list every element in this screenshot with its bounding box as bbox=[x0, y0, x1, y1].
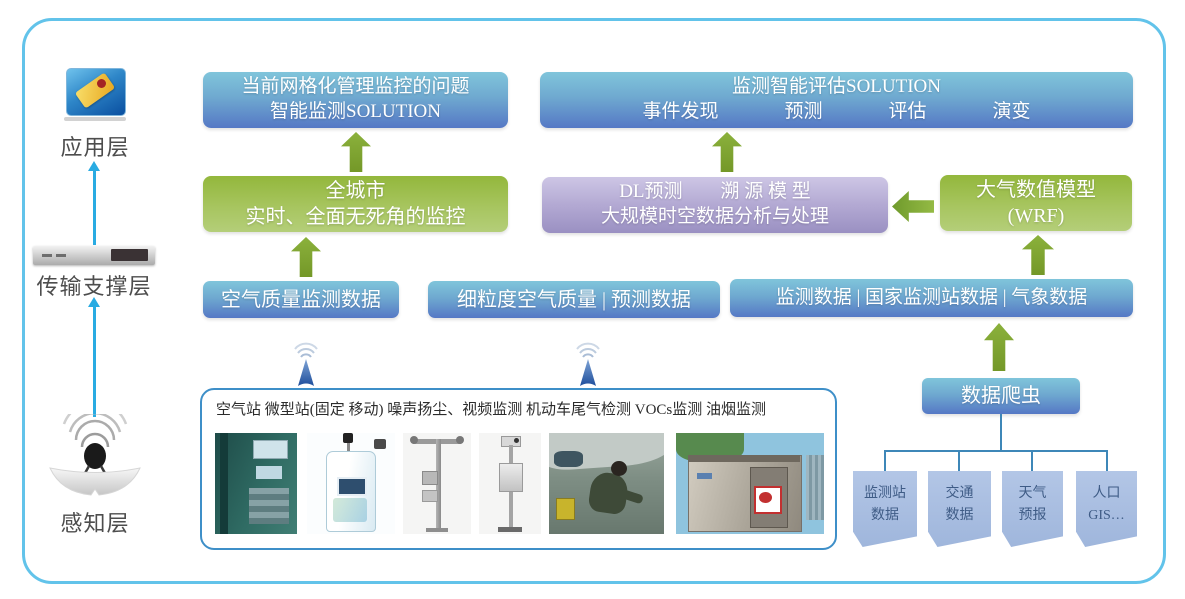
monitor-card-shape bbox=[74, 72, 116, 109]
monitoring-data-sources-box: 监测数据 | 国家监测站数据 | 气象数据 bbox=[730, 279, 1133, 317]
fine-grained-aq-label: 细粒度空气质量 | 预测数据 bbox=[456, 288, 691, 311]
crawler-connector-stub bbox=[1031, 450, 1033, 471]
problem-box-line1: 当前网格化管理监控的问题 bbox=[241, 76, 470, 98]
data-crawler-box: 数据爬虫 bbox=[922, 378, 1080, 414]
dl-analysis-box: DL预测 溯 源 模 型 大规模时空数据分析与处理 bbox=[542, 177, 888, 233]
fine-grained-aq-box: 细粒度空气质量 | 预测数据 bbox=[428, 281, 720, 318]
solution-item-evolve: 演变 bbox=[992, 101, 1031, 122]
device-antenna-head bbox=[343, 433, 354, 443]
monitor-icon bbox=[66, 68, 126, 116]
air-quality-data-box: 空气质量监测数据 bbox=[203, 281, 399, 318]
source-box-line1: 天气 bbox=[1018, 486, 1047, 502]
data-crawler-label: 数据爬虫 bbox=[961, 385, 1041, 407]
source-box-population-gis: 人口 GIS… bbox=[1076, 471, 1137, 547]
wrf-box-line1: 大气数值模型 bbox=[976, 179, 1096, 201]
crawler-connector-stub bbox=[884, 450, 886, 471]
source-box-line1: 监测站 bbox=[864, 486, 906, 502]
server-led bbox=[42, 254, 52, 257]
dl-box-line1: DL预测 溯 源 模 型 bbox=[619, 181, 811, 203]
source-box-traffic: 交通 数据 bbox=[928, 471, 991, 547]
shed-roof bbox=[687, 455, 801, 463]
server-icon bbox=[33, 246, 155, 265]
crawler-connector-stub bbox=[958, 450, 960, 471]
satellite-dish-icon bbox=[49, 414, 141, 496]
up-arrowhead bbox=[88, 161, 100, 171]
solution-item-forecast: 预测 bbox=[784, 101, 823, 122]
camera-base bbox=[497, 526, 523, 532]
source-box-line2: GIS… bbox=[1088, 508, 1125, 523]
monitor-card-dot bbox=[97, 79, 106, 88]
inspector-head bbox=[611, 461, 628, 477]
solution-box-line1: 监测智能评估SOLUTION bbox=[732, 76, 941, 98]
antenna-icon bbox=[294, 342, 318, 386]
server-led bbox=[56, 254, 66, 257]
monitoring-data-sources-label: 监测数据 | 国家监测站数据 | 气象数据 bbox=[775, 286, 1088, 308]
cabinet-screen bbox=[256, 466, 283, 480]
server-panel bbox=[111, 249, 148, 261]
city-box-line2: 实时、全面无死角的监控 bbox=[245, 206, 466, 228]
crawler-connector-stub bbox=[1106, 450, 1108, 471]
city-box-line1: 全城市 bbox=[325, 180, 386, 202]
up-arrowhead bbox=[88, 297, 100, 307]
cabinet-edge bbox=[219, 433, 229, 534]
device-decal bbox=[333, 497, 367, 522]
micro-station-device-photo bbox=[307, 433, 395, 534]
solution-item-evaluate: 评估 bbox=[888, 101, 927, 122]
sensor-box bbox=[422, 489, 438, 502]
source-box-stations: 监测站 数据 bbox=[853, 471, 917, 547]
test-device bbox=[555, 497, 576, 520]
solution-box-items: 事件发现 预测 评估 演变 bbox=[540, 100, 1133, 125]
source-box-line2: 数据 bbox=[871, 508, 899, 523]
fence bbox=[806, 455, 824, 520]
sensor-knob bbox=[456, 436, 465, 445]
device-side-sensor bbox=[373, 439, 387, 450]
perception-layer-label: 感知层 bbox=[60, 511, 130, 536]
sensor-box bbox=[422, 471, 438, 486]
dl-box-line2: 大规模时空数据分析与处理 bbox=[600, 206, 829, 227]
source-box-weather: 天气 预报 bbox=[1002, 471, 1063, 547]
source-box-line2: 预报 bbox=[1018, 508, 1047, 523]
sensor-knob bbox=[409, 436, 418, 445]
instrument-rack bbox=[249, 487, 289, 524]
perception-to-transmission-line bbox=[93, 307, 96, 417]
transmission-layer-label: 传输支撑层 bbox=[36, 274, 152, 299]
device-screen bbox=[336, 477, 368, 496]
warning-sign-symbol bbox=[758, 491, 773, 503]
wrf-box-line2: (WRF) bbox=[1007, 205, 1065, 227]
air-station-cabinet-photo bbox=[215, 433, 297, 534]
sensor-pole bbox=[435, 439, 441, 528]
wrf-model-box: 大气数值模型 (WRF) bbox=[940, 175, 1132, 231]
transmission-to-application-line bbox=[93, 171, 96, 245]
crawler-connector-trunk bbox=[1000, 414, 1002, 450]
device-antenna-pole bbox=[346, 435, 350, 452]
video-monitor-pole-photo bbox=[479, 433, 541, 534]
source-box-line1: 交通 bbox=[945, 486, 974, 502]
monitor-base bbox=[64, 117, 126, 121]
city-monitoring-box: 全城市 实时、全面无死角的监控 bbox=[203, 176, 508, 232]
source-box-line2: 数据 bbox=[945, 508, 974, 523]
source-box-line1: 人口 bbox=[1092, 486, 1121, 502]
camera-lens bbox=[513, 438, 519, 444]
solution-evaluation-box: 监测智能评估SOLUTION 事件发现 预测 评估 演变 bbox=[540, 72, 1133, 128]
air-quality-data-label: 空气质量监测数据 bbox=[221, 288, 381, 311]
crawler-connector-bar bbox=[884, 450, 1108, 452]
car-shadow bbox=[553, 451, 584, 468]
vehicle-exhaust-inspection-photo bbox=[549, 433, 664, 534]
antenna-icon bbox=[576, 342, 600, 386]
noise-dust-sensor-pole-photo bbox=[403, 433, 471, 534]
solution-item-event: 事件发现 bbox=[642, 101, 719, 122]
application-layer-label: 应用层 bbox=[60, 135, 130, 160]
equipment-box bbox=[498, 463, 524, 492]
sensor-base bbox=[426, 527, 448, 532]
problem-box-line2: 智能监测SOLUTION bbox=[270, 101, 441, 122]
problem-box: 当前网格化管理监控的问题 智能监测SOLUTION bbox=[203, 72, 508, 128]
sensor-panel-title: 空气站 微型站(固定 移动) 噪声扬尘、视频监测 机动车尾气检测 VOCs监测 … bbox=[216, 402, 767, 418]
cabinet-screen bbox=[252, 440, 288, 460]
monitoring-shed-photo bbox=[676, 433, 824, 534]
shed-label bbox=[696, 473, 712, 480]
